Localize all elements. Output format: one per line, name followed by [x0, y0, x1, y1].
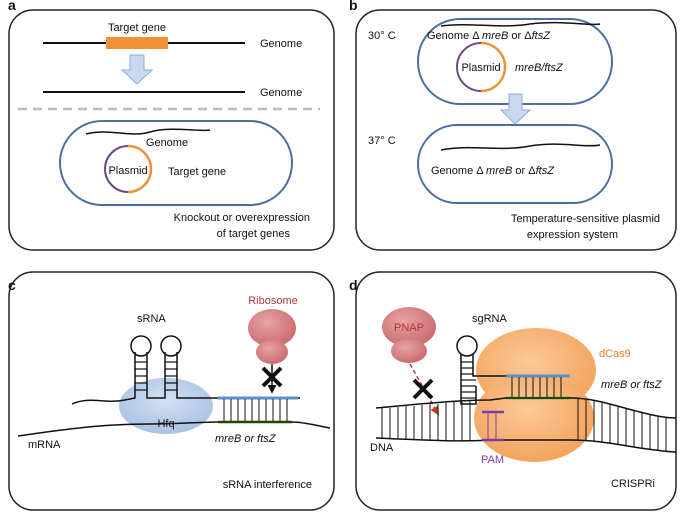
cell-b-top-genome-line [440, 21, 601, 27]
srna-label: sRNA [137, 313, 166, 325]
panel-d-frame [355, 271, 677, 511]
cell-b-bottom-genome: Genome Δ mreB or ΔftsZ [431, 165, 555, 177]
mrna-label: mRNA [28, 439, 61, 451]
cell-b-top-genome: Genome Δ mreB or ΔftsZ [427, 30, 551, 42]
target-c-label: mreB or ftsZ [215, 433, 277, 445]
cell-a-genome-label: Genome [146, 137, 188, 149]
target-gene-label: Target gene [108, 22, 166, 34]
genome-label-bottom: Genome [260, 87, 302, 99]
plasmid-a-label: Plasmid [108, 165, 147, 177]
pam-label: PAM [481, 454, 504, 466]
hairpin-rungs [135, 361, 177, 391]
cell-a-target-label: Target gene [168, 166, 226, 178]
plasmid-b-label: Plasmid [461, 62, 500, 74]
sgrna-label: sgRNA [472, 313, 508, 325]
cell-a-genome-line [85, 128, 211, 135]
plasmid-b-genes: mreB/ftsZ [515, 62, 564, 74]
temp-bottom-label: 37° C [368, 135, 396, 147]
target-gene-block [106, 37, 168, 49]
down-arrow-b [499, 93, 532, 125]
ribosome [248, 309, 296, 364]
caption-b-line2: expression system [527, 229, 618, 241]
plasmid-b-orange [480, 41, 507, 93]
panel-d: d PNAP dCas9 sgRNA [349, 271, 677, 511]
panel-d-letter: d [349, 277, 358, 293]
dna-top-strand [375, 397, 677, 419]
ribosome-label: Ribosome [248, 295, 298, 307]
caption-a-line2: of target genes [217, 228, 291, 240]
mrna-strand [17, 421, 331, 437]
duplex-rungs-c [223, 399, 288, 421]
sgrna-rungs [461, 361, 476, 399]
pnap [382, 307, 436, 363]
panel-a: a Target gene Genome Genome Genome Plasm… [8, 0, 335, 251]
panel-c-frame [8, 271, 335, 511]
dna-rungs [381, 399, 667, 451]
plasmid-a-purple [104, 145, 129, 193]
panel-b: b 30° C Genome Δ mreB or ΔftsZ Plasmid m… [349, 0, 677, 251]
sgrna-loop [456, 335, 478, 357]
panel-c-letter: c [8, 277, 16, 293]
sgrna-strand [460, 354, 506, 405]
dcas9 [474, 328, 596, 462]
cell-a [59, 120, 293, 206]
panel-b-frame [355, 9, 677, 251]
cell-b-bottom-genome-line [440, 143, 601, 151]
panel-a-frame [8, 9, 335, 251]
plasmid-b-purple [456, 42, 482, 92]
caption-b-line1: Temperature-sensitive plasmid [511, 213, 660, 225]
dcas9-label: dCas9 [599, 348, 631, 360]
target-d-label: mreB or ftsZ [601, 379, 663, 391]
temp-top-label: 30° C [368, 30, 396, 42]
caption-a-line1: Knockout or overexpression [174, 212, 310, 224]
panel-a-letter: a [8, 0, 16, 13]
caption-d: CRISPRi [611, 478, 655, 490]
hairpin-loop-2 [160, 335, 182, 357]
pnap-label: PNAP [394, 322, 424, 334]
hfq-protein [119, 378, 213, 434]
plasmid-a-orange [127, 144, 153, 194]
panel-b-letter: b [349, 0, 358, 13]
hairpin-loop-1 [130, 335, 152, 357]
block-x-c [261, 366, 283, 388]
block-x-d [412, 378, 434, 400]
caption-c: sRNA interference [223, 479, 312, 491]
panel-c: c Ribosome Hfq sRNA [8, 271, 335, 511]
pam-site [482, 410, 504, 442]
genome-label-top: Genome [260, 38, 302, 50]
cell-b-bottom [417, 124, 613, 204]
dna-label: DNA [370, 442, 394, 454]
duplex-rungs-d [511, 377, 562, 397]
down-arrow-a [120, 54, 154, 85]
dna-bottom-strand [375, 437, 677, 453]
